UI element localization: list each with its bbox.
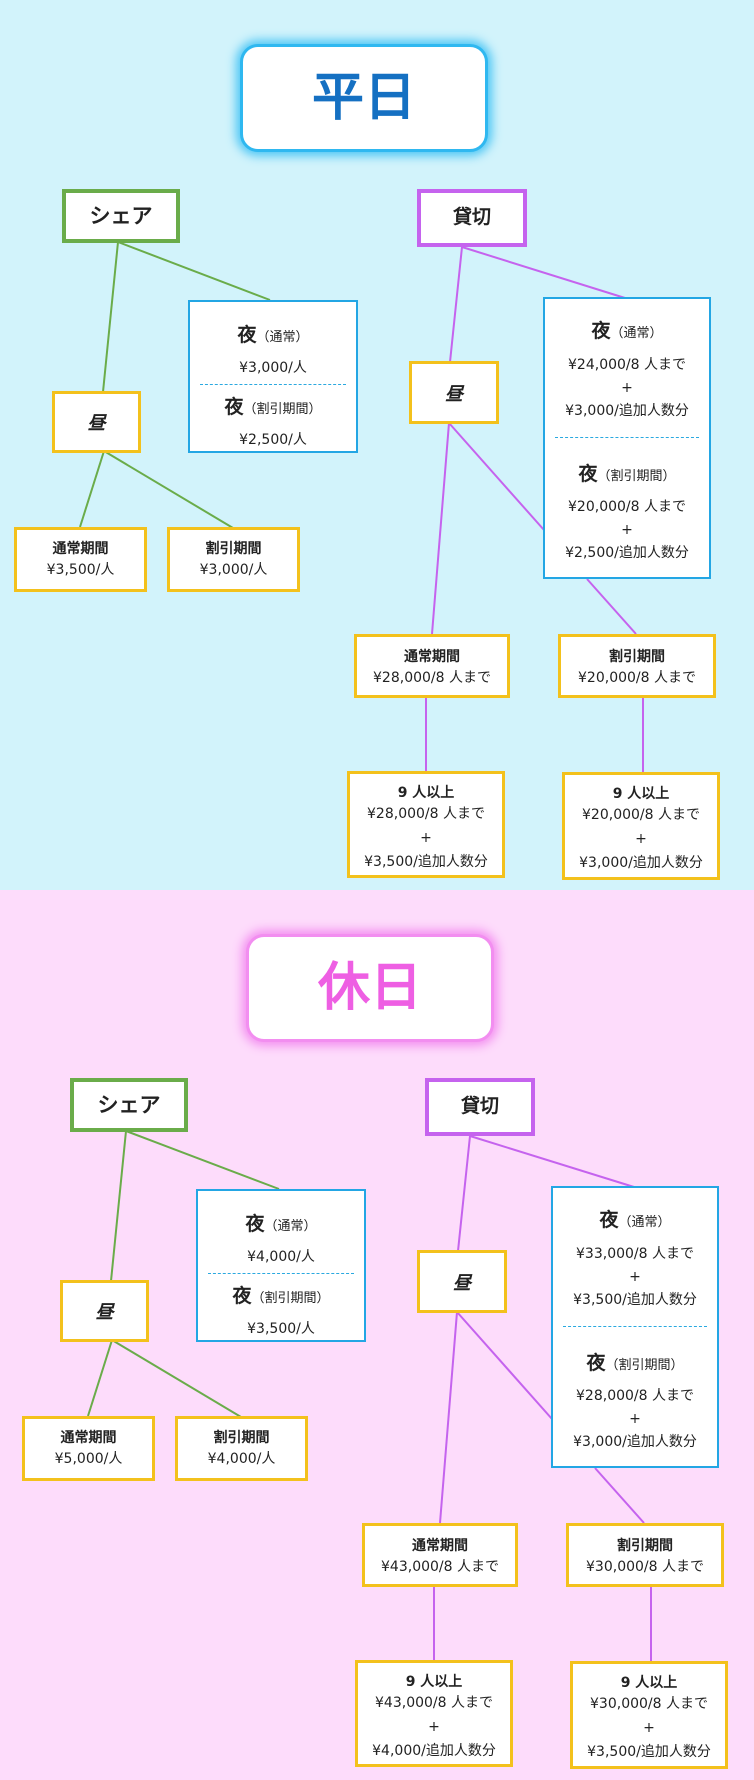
share-noon-box: 昼 <box>60 1280 149 1342</box>
charter-normal-over-box: 9 人以上 ¥28,000/8 人まで + ¥3,500/追加人数分 <box>347 771 505 878</box>
share-normal-box: 通常期間 ¥5,000/人 <box>22 1416 155 1481</box>
night-label: 夜 <box>586 1352 606 1374</box>
charter-night-box: 夜（通常） ¥33,000/8 人まで + ¥3,500/追加人数分 夜（割引期… <box>551 1186 719 1468</box>
holiday-section: 休日 シェア 夜（通常） ¥4,000/人 夜（割引期間） ¥3,500/人 昼… <box>0 890 754 1780</box>
night-divider <box>208 1273 354 1274</box>
night-discount-plus: + <box>629 1411 641 1427</box>
charter-discount-box: 割引期間 ¥20,000/8 人まで <box>558 634 716 698</box>
over-nine-label: 9 人以上 <box>612 786 670 802</box>
night-divider <box>555 437 699 438</box>
charter-normal-over-box: 9 人以上 ¥43,000/8 人まで + ¥4,000/追加人数分 <box>355 1660 513 1767</box>
night-normal-plus: + <box>629 1269 641 1285</box>
night-discount-line2: ¥3,000/追加人数分 <box>573 1434 697 1450</box>
over-nine-line2: ¥3,500/追加人数分 <box>587 1744 711 1760</box>
share-night-box: 夜（通常） ¥4,000/人 夜（割引期間） ¥3,500/人 <box>196 1189 366 1342</box>
normal-period-label: 通常期間 <box>52 541 109 557</box>
normal-period-price: ¥43,000/8 人まで <box>381 1559 499 1575</box>
discount-period-price: ¥3,000/人 <box>199 562 268 578</box>
charter-header: 貸切 <box>425 1078 535 1136</box>
over-nine-label: 9 人以上 <box>397 785 455 801</box>
weekday-title: 平日 <box>240 44 488 152</box>
night-normal-line2: ¥3,000/追加人数分 <box>565 403 689 419</box>
over-nine-line2: ¥3,500/追加人数分 <box>364 854 488 870</box>
share-discount-box: 割引期間 ¥4,000/人 <box>175 1416 308 1481</box>
discount-period-label: 割引期間 <box>617 1538 673 1554</box>
night-label: 夜 <box>237 324 257 346</box>
discount-period-price: ¥30,000/8 人まで <box>586 1559 704 1575</box>
charter-normal-box: 通常期間 ¥43,000/8 人まで <box>362 1523 518 1587</box>
night-normal-price: ¥3,000/人 <box>239 360 307 376</box>
night-discount-tag: （割引期間） <box>243 402 322 417</box>
charter-noon-box: 昼 <box>409 361 499 424</box>
night-label: 夜 <box>591 320 611 342</box>
share-discount-box: 割引期間 ¥3,000/人 <box>167 527 300 592</box>
charter-discount-over-box: 9 人以上 ¥30,000/8 人まで + ¥3,500/追加人数分 <box>570 1661 728 1769</box>
discount-period-price: ¥20,000/8 人まで <box>578 670 696 686</box>
share-normal-box: 通常期間 ¥3,500/人 <box>14 527 147 592</box>
normal-period-price: ¥5,000/人 <box>54 1451 123 1467</box>
night-discount-plus: + <box>621 522 633 538</box>
over-nine-plus: + <box>635 831 647 847</box>
charter-night-box: 夜（通常） ¥24,000/8 人まで + ¥3,000/追加人数分 夜（割引期… <box>543 297 711 579</box>
night-normal-price: ¥4,000/人 <box>247 1249 315 1265</box>
night-divider <box>563 1326 707 1327</box>
night-discount-tag: （割引期間） <box>251 1291 330 1306</box>
discount-period-label: 割引期間 <box>213 1430 270 1446</box>
night-discount-price: ¥3,500/人 <box>247 1321 315 1337</box>
night-discount-line1: ¥28,000/8 人まで <box>576 1388 694 1404</box>
charter-noon-box: 昼 <box>417 1250 507 1313</box>
night-normal-tag: （通常） <box>618 1215 671 1230</box>
over-nine-line2: ¥3,000/追加人数分 <box>579 855 703 871</box>
night-label: 夜 <box>224 396 244 418</box>
over-nine-plus: + <box>428 1719 440 1735</box>
night-discount-price: ¥2,500/人 <box>239 432 307 448</box>
night-normal-line1: ¥33,000/8 人まで <box>576 1246 694 1262</box>
night-normal-line1: ¥24,000/8 人まで <box>568 357 686 373</box>
discount-period-label: 割引期間 <box>205 541 262 557</box>
share-header: シェア <box>62 189 180 243</box>
night-discount-tag: （割引期間） <box>605 1358 684 1373</box>
night-normal-plus: + <box>621 380 633 396</box>
night-label: 夜 <box>599 1209 619 1231</box>
discount-period-label: 割引期間 <box>609 649 665 665</box>
over-nine-line2: ¥4,000/追加人数分 <box>372 1743 496 1759</box>
night-discount-line2: ¥2,500/追加人数分 <box>565 545 689 561</box>
share-noon-box: 昼 <box>52 391 141 453</box>
over-nine-plus: + <box>420 830 432 846</box>
over-nine-label: 9 人以上 <box>405 1674 463 1690</box>
night-divider <box>200 384 346 385</box>
night-label: 夜 <box>578 463 598 485</box>
charter-discount-box: 割引期間 ¥30,000/8 人まで <box>566 1523 724 1587</box>
normal-period-price: ¥3,500/人 <box>46 562 115 578</box>
weekday-connectors <box>79 241 644 772</box>
normal-period-price: ¥28,000/8 人まで <box>373 670 491 686</box>
normal-period-label: 通常期間 <box>412 1538 468 1554</box>
normal-period-label: 通常期間 <box>404 649 460 665</box>
over-nine-line1: ¥20,000/8 人まで <box>582 807 700 823</box>
share-night-box: 夜（通常） ¥3,000/人 夜（割引期間） ¥2,500/人 <box>188 300 358 453</box>
holiday-connectors <box>87 1130 652 1661</box>
night-label: 夜 <box>232 1285 252 1307</box>
over-nine-line1: ¥28,000/8 人まで <box>367 806 485 822</box>
holiday-title: 休日 <box>246 934 494 1042</box>
charter-header: 貸切 <box>417 189 527 247</box>
discount-period-price: ¥4,000/人 <box>207 1451 276 1467</box>
charter-normal-box: 通常期間 ¥28,000/8 人まで <box>354 634 510 698</box>
over-nine-line1: ¥43,000/8 人まで <box>375 1695 493 1711</box>
night-normal-tag: （通常） <box>256 330 309 345</box>
night-discount-tag: （割引期間） <box>597 469 676 484</box>
night-normal-line2: ¥3,500/追加人数分 <box>573 1292 697 1308</box>
charter-discount-over-box: 9 人以上 ¥20,000/8 人まで + ¥3,000/追加人数分 <box>562 772 720 880</box>
night-normal-tag: （通常） <box>610 326 663 341</box>
night-discount-line1: ¥20,000/8 人まで <box>568 499 686 515</box>
weekday-section: 平日 シェア 夜（通常） ¥3,000/人 夜（割引期間） ¥2,500/人 昼… <box>0 0 754 890</box>
over-nine-line1: ¥30,000/8 人まで <box>590 1696 708 1712</box>
night-normal-tag: （通常） <box>264 1219 317 1234</box>
over-nine-plus: + <box>643 1720 655 1736</box>
share-header: シェア <box>70 1078 188 1132</box>
night-label: 夜 <box>245 1213 265 1235</box>
normal-period-label: 通常期間 <box>60 1430 117 1446</box>
over-nine-label: 9 人以上 <box>620 1675 678 1691</box>
